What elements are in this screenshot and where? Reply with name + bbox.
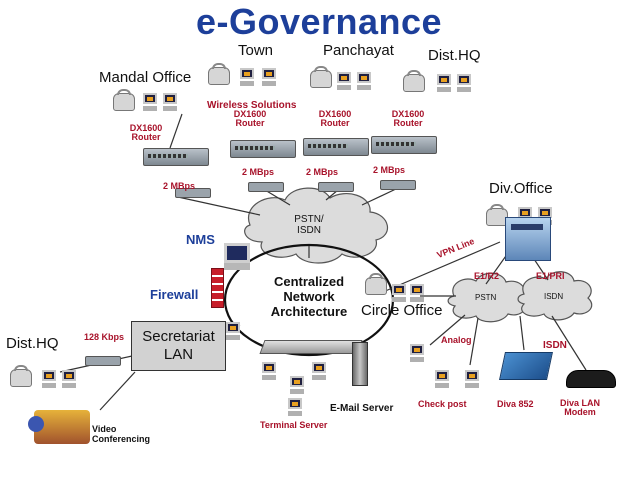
div-office-switch <box>505 217 551 261</box>
workstation-icon <box>312 362 326 380</box>
dist-hq-top-label: Dist.HQ <box>428 47 481 64</box>
workstation-icon <box>226 322 240 340</box>
modem-device <box>248 182 284 192</box>
telephone-icon <box>10 365 32 387</box>
isdn-link-label: ISDN <box>543 340 567 351</box>
telephone-icon <box>365 273 387 295</box>
nms-label: NMS <box>186 232 215 247</box>
page-title: e-Governance <box>195 1 443 42</box>
workstation-icon <box>437 74 451 92</box>
modem-device <box>85 356 121 366</box>
workstation-icon <box>262 362 276 380</box>
wireless-solutions-label: Wireless Solutions <box>207 100 297 111</box>
terminal-server-device <box>259 340 363 354</box>
workstation-icon <box>143 93 157 111</box>
check-post-label: Check post <box>418 399 467 409</box>
workstation-icon <box>410 344 424 362</box>
pstn-isdn-cloud <box>244 187 388 264</box>
email-server-label: E-Mail Server <box>330 403 394 414</box>
workstation-icon <box>410 284 424 302</box>
nms-monitor-icon <box>224 243 250 270</box>
link-speed-label: 2 MBps <box>242 167 275 177</box>
dist-hq-left-label: Dist.HQ <box>6 335 59 352</box>
diva-852-label: Diva 852 <box>497 399 534 409</box>
video-conferencing-icon <box>28 410 90 444</box>
pstn-isdn-label: PSTN/ ISDN <box>294 214 324 236</box>
analog-label: Analog <box>441 335 472 345</box>
secretariat-lan-box: Secretariat LAN <box>131 321 226 371</box>
div-office-label: Div.Office <box>489 180 553 197</box>
router-label: DX1600 Router <box>129 123 163 143</box>
terminal-server-label: Terminal Server <box>260 420 328 430</box>
router-device <box>371 136 437 154</box>
router-device <box>303 138 369 156</box>
workstation-icon <box>288 398 302 416</box>
pstn-label: PSTN <box>475 293 497 302</box>
diva-852-device <box>499 352 553 380</box>
circle-office-label: Circle Office <box>361 302 443 319</box>
workstation-icon <box>457 74 471 92</box>
video-conferencing-label: Video Conferencing <box>92 424 151 444</box>
lan-label: LAN <box>163 346 194 363</box>
diva-lan-modem-device <box>566 370 616 388</box>
workstation-icon <box>62 370 76 388</box>
link-speed-label: 2 MBps <box>163 181 196 191</box>
firewall-label: Firewall <box>150 287 199 302</box>
router-label: DX1600 Router <box>318 109 352 129</box>
mandal-office-label: Mandal Office <box>99 69 192 86</box>
email-server-device <box>352 342 368 386</box>
diva-lan-modem-label: Diva LAN Modem <box>559 398 600 418</box>
workstation-icon <box>262 68 276 86</box>
central-architecture-label: Centralized Network Architecture <box>270 274 348 319</box>
workstation-icon <box>392 284 406 302</box>
workstation-icon <box>337 72 351 90</box>
workstation-icon <box>42 370 56 388</box>
link-speed-label: 2 MBps <box>373 165 406 175</box>
modem-device <box>380 180 416 190</box>
panchayat-label: Panchayat <box>323 42 394 59</box>
workstation-icon <box>357 72 371 90</box>
workstation-icon <box>435 370 449 388</box>
e1-r2-label: E1/R2 <box>474 271 500 281</box>
secretariat-label: Secretariat <box>142 328 215 345</box>
router-label: DX1600 Router <box>233 109 267 129</box>
modem-device <box>318 182 354 192</box>
telephone-icon <box>113 89 135 111</box>
telephone-icon <box>403 70 425 92</box>
e1-pri-label: E1/PRI <box>536 271 565 281</box>
workstation-icon <box>240 68 254 86</box>
town-label: Town <box>238 42 274 59</box>
router-device <box>230 140 296 158</box>
link-speed-label: 2 MBps <box>306 167 339 177</box>
workstation-icon <box>163 93 177 111</box>
router-label: DX1600 Router <box>391 109 425 129</box>
telephone-icon <box>310 66 332 88</box>
workstation-icon <box>290 376 304 394</box>
telephone-icon <box>208 63 230 85</box>
workstation-icon <box>465 370 479 388</box>
router-device <box>143 148 209 166</box>
modem-device <box>175 188 211 198</box>
firewall-icon <box>211 268 224 308</box>
link-speed-label: 128 Kbps <box>84 332 125 342</box>
isdn-cloud-label: ISDN <box>544 292 564 301</box>
isdn-cloud <box>517 271 593 321</box>
